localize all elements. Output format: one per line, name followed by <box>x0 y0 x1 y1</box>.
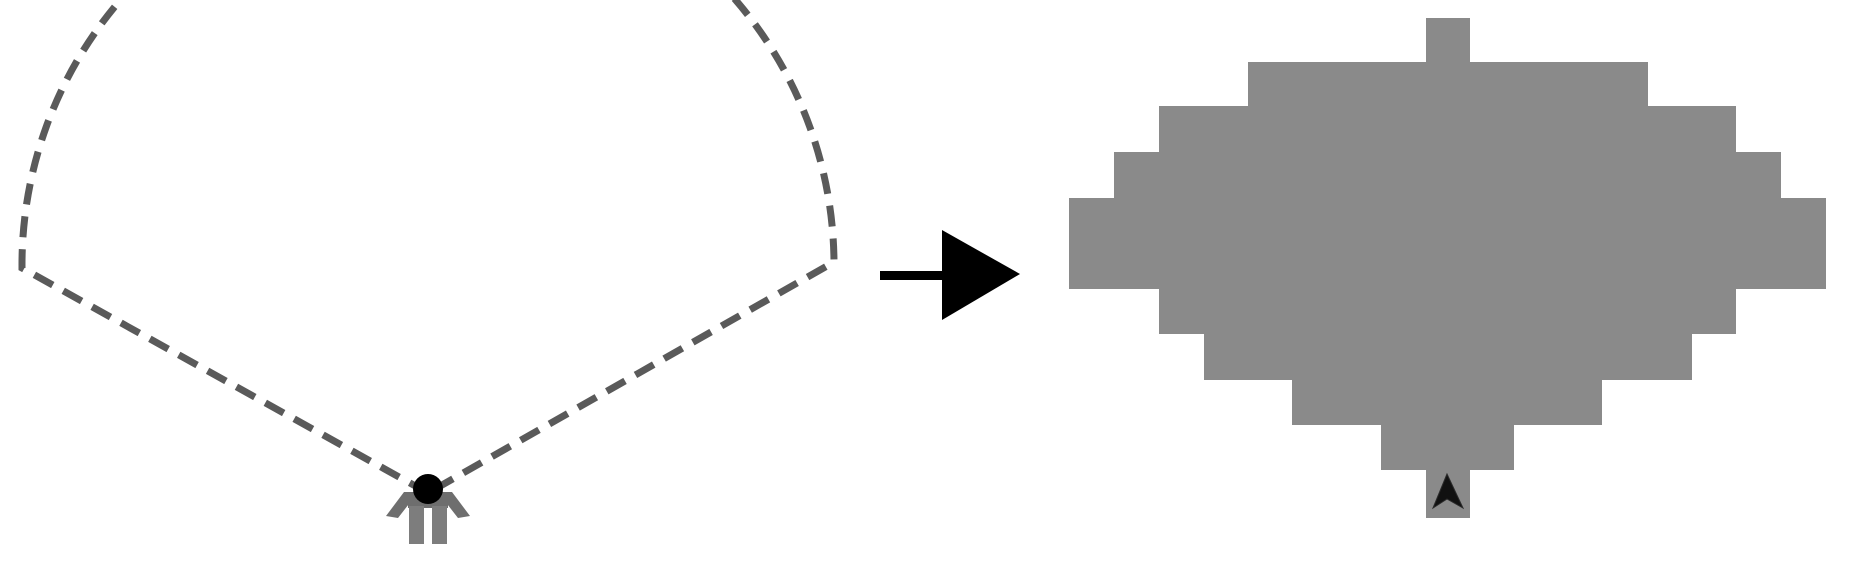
fov-sector-outline <box>18 0 838 498</box>
arrow-head <box>942 230 1020 320</box>
person-icon <box>386 474 470 544</box>
agent-direction-icon <box>1431 472 1465 510</box>
person-right-leg <box>432 506 447 544</box>
fov-sector-panel <box>18 0 838 544</box>
right-arrow-icon <box>880 230 1020 320</box>
person-arms <box>386 492 470 518</box>
grid-fov-panel <box>1069 18 1826 518</box>
grid-fov-shape <box>1069 18 1826 518</box>
arrow-shaft <box>880 271 950 280</box>
person-head <box>413 474 443 504</box>
person-left-leg <box>409 506 424 544</box>
